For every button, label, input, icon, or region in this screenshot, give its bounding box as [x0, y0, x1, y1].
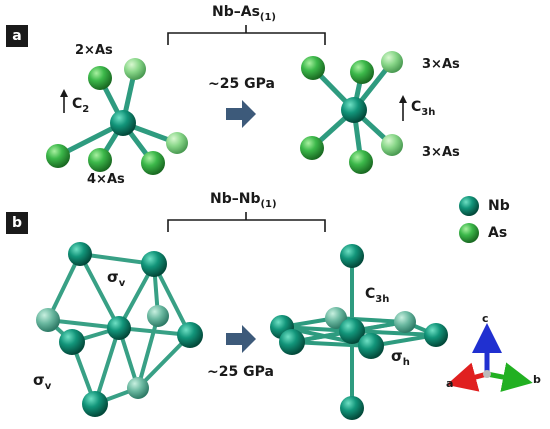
sigma-v-bottom: σv	[33, 371, 52, 392]
nb-atom	[341, 97, 367, 123]
c2-axis-arrow	[60, 89, 68, 113]
legend-nb-label: Nb	[488, 198, 510, 214]
nb-atom	[59, 329, 85, 355]
transition-arrow-b	[226, 325, 256, 353]
nb-atom	[339, 318, 365, 344]
axis-b-label: b	[533, 373, 541, 386]
as-atom	[381, 134, 403, 156]
c3h-axis-arrow-a	[399, 95, 407, 121]
label-3xas-top: 3×As	[422, 57, 460, 72]
axis-a-label: a	[446, 377, 454, 390]
bracket-a	[167, 25, 326, 45]
nb-atom	[68, 242, 92, 266]
nb-atom	[107, 316, 131, 340]
as-atom	[88, 148, 112, 172]
as-atom	[381, 51, 403, 73]
as-atom	[301, 56, 325, 80]
nb-atom	[394, 311, 416, 333]
bracket-b	[167, 212, 326, 232]
as-atom	[46, 144, 70, 168]
legend-nb-sphere	[459, 196, 479, 216]
as-atom	[350, 60, 374, 84]
nb-atom	[110, 110, 136, 136]
symmetry-c3h-b: C3h	[365, 286, 390, 305]
nb-atom	[82, 391, 108, 417]
structure-b-right	[270, 244, 448, 420]
structure-b-left	[36, 242, 203, 417]
nb-atom	[340, 396, 364, 420]
as-atom	[124, 58, 146, 80]
axis-c-label: c	[482, 312, 489, 325]
nb-atom	[127, 377, 149, 399]
nb-atom	[36, 308, 60, 332]
label-2xas: 2×As	[75, 43, 113, 58]
symmetry-c2: C2	[72, 96, 90, 115]
legend-as-sphere	[459, 223, 479, 243]
panel-b-tag: b	[6, 212, 28, 234]
structure-a-left	[46, 58, 188, 175]
label-4xas: 4×As	[87, 172, 125, 187]
nb-atom	[424, 323, 448, 347]
as-atom	[166, 132, 188, 154]
nb-atom	[147, 305, 169, 327]
as-atom	[349, 150, 373, 174]
as-atom	[300, 136, 324, 160]
transition-arrow-a	[226, 100, 256, 128]
nb-atom	[358, 333, 384, 359]
symmetry-c3h-a: C3h	[411, 99, 436, 118]
structure-a-right	[300, 51, 403, 174]
as-atom	[141, 151, 165, 175]
nb-atom	[340, 244, 364, 268]
as-atom	[88, 66, 112, 90]
pressure-label-a: ~25 GPa	[208, 76, 275, 92]
label-3xas-bottom: 3×As	[422, 145, 460, 160]
nb-atom	[279, 329, 305, 355]
sigma-v-top: σv	[107, 268, 126, 289]
pressure-label-b: ~25 GPa	[207, 364, 274, 380]
nb-atom	[177, 322, 203, 348]
sigma-h: σh	[391, 347, 410, 368]
panel-a-tag: a	[6, 25, 28, 47]
axes-indicator	[446, 323, 533, 392]
legend-as-label: As	[488, 225, 508, 241]
bracket-label-a: Nb–As(1)	[212, 4, 277, 23]
nb-atom	[141, 251, 167, 277]
bracket-label-b: Nb–Nb(1)	[210, 191, 277, 210]
